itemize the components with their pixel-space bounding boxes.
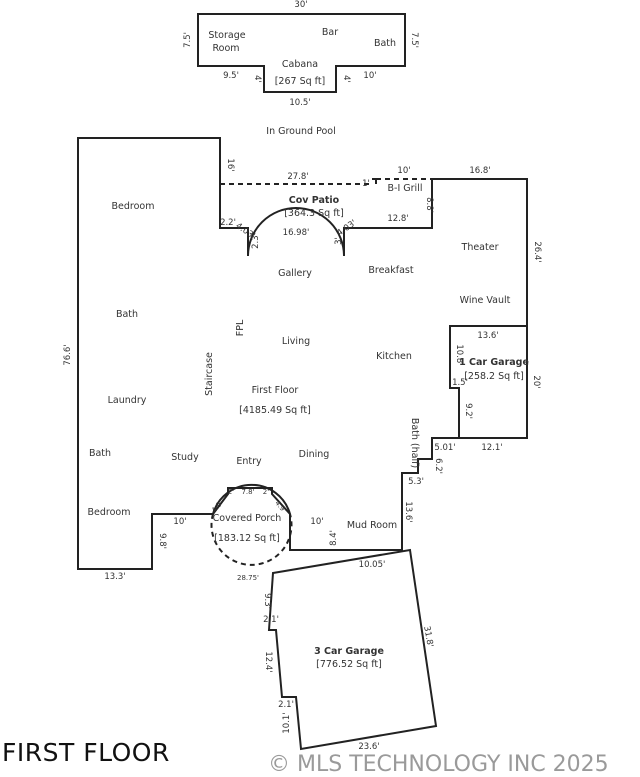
garage1-area: [258.2 Sq ft] bbox=[464, 371, 524, 382]
garage3-area: [776.52 Sq ft] bbox=[316, 659, 382, 670]
garage3-l4-dim: 2.1' bbox=[278, 700, 294, 710]
bedroom-bottom-label: Bedroom bbox=[88, 507, 131, 518]
step-121-dim: 12.1' bbox=[481, 443, 502, 453]
garage3-bottom-dim: 23.6' bbox=[358, 742, 379, 752]
patio-area: [364.3 Sq ft] bbox=[284, 208, 344, 219]
garage1-top-dim: 13.6' bbox=[477, 331, 498, 341]
laundry-label: Laundry bbox=[108, 395, 147, 406]
garage3-top-dim: 10.05' bbox=[359, 560, 386, 570]
main-left-dim: 76.6' bbox=[63, 344, 73, 365]
garage-3: 10.05' 9.3' 2.1' 31.8' 3 Car Garage [776… bbox=[262, 548, 438, 752]
cabana-bl-dim: 9.5' bbox=[223, 71, 239, 81]
patio-span-dim: 27.8' bbox=[287, 172, 308, 182]
floor-caption: FIRST FLOOR bbox=[2, 738, 170, 767]
cabana-bottom-dim: 10.5' bbox=[289, 98, 310, 108]
garage3-l5-dim: 10.1' bbox=[282, 712, 292, 733]
garage3-outline bbox=[267, 548, 438, 751]
garage-1: 13.6' 10.8' 1 Car Garage [258.2 Sq ft] 1… bbox=[449, 325, 541, 438]
first-floor-label: First Floor bbox=[252, 385, 299, 396]
storage-room-label-1: Storage bbox=[208, 30, 245, 41]
bedroom-top-label: Bedroom bbox=[112, 201, 155, 212]
cabana-ls-dim: 4' bbox=[252, 75, 262, 83]
left-step-dim: 9.8' bbox=[157, 533, 167, 549]
porch-top bbox=[212, 487, 291, 515]
bath-bottom-label: Bath bbox=[89, 448, 111, 459]
kitchen-label: Kitchen bbox=[376, 351, 412, 362]
cabana-bath-label: Bath bbox=[374, 38, 396, 49]
cabana-rs-dim: 4' bbox=[341, 75, 351, 83]
dining-label: Dining bbox=[299, 449, 330, 460]
porch-notch-right: 2' bbox=[263, 488, 269, 496]
breakfast-label: Breakfast bbox=[368, 265, 413, 276]
patio-label: Cov Patio bbox=[289, 195, 340, 206]
patio-small-dim: 2.2' bbox=[220, 218, 236, 228]
copyright-watermark: © MLS TECHNOLOGY INC 2025 bbox=[268, 752, 609, 777]
step-53-dim: 5.3' bbox=[408, 477, 424, 487]
staircase-label: Staircase bbox=[204, 352, 215, 396]
cabana-top-dim: 30' bbox=[294, 0, 307, 10]
entry-label: Entry bbox=[236, 456, 262, 467]
porch-label: Covered Porch bbox=[213, 513, 282, 524]
bath-top-label: Bath bbox=[116, 309, 138, 320]
cabana-area: [267 Sq ft] bbox=[275, 76, 326, 87]
step-62-dim: 6.2' bbox=[433, 458, 443, 474]
main-right-dim: 26.4' bbox=[532, 241, 542, 262]
porch-outline bbox=[210, 513, 293, 566]
patio-a3-dim: 3' bbox=[334, 237, 344, 245]
cabana-left-dim: 7.5' bbox=[183, 32, 193, 48]
study-label: Study bbox=[171, 452, 199, 463]
step-136-dim: 13.6' bbox=[403, 501, 413, 522]
patio-arc-dim: 16.98' bbox=[283, 228, 310, 238]
patio-one-dim: 1' bbox=[362, 179, 370, 189]
cabana-outline bbox=[197, 13, 406, 93]
garage1-step-dim: 1.5' bbox=[452, 378, 468, 388]
garage3-l1-dim: 9.3' bbox=[262, 593, 272, 609]
patio-a2-dim: 2.3' bbox=[251, 233, 261, 249]
pool-label: In Ground Pool bbox=[266, 126, 335, 137]
storage-room-label-2: Room bbox=[212, 43, 239, 54]
bar-label: Bar bbox=[322, 27, 338, 38]
gallery-label: Gallery bbox=[278, 268, 312, 279]
garage1-label: 1 Car Garage bbox=[459, 357, 529, 368]
fpl-label: FPL bbox=[235, 319, 246, 336]
patio-r2-dim: 12.8' bbox=[387, 214, 408, 224]
theater-label: Theater bbox=[461, 242, 499, 253]
patio-depth-dim: 16' bbox=[225, 158, 235, 171]
porch-arc-dim: 28.75' bbox=[237, 574, 259, 582]
right-top-dim: 16.8' bbox=[469, 166, 490, 176]
porch-left-dim: 10' bbox=[173, 517, 186, 527]
bottom-left-dim: 13.3' bbox=[104, 572, 125, 582]
garage1-right-dim: 20' bbox=[531, 375, 541, 388]
cabana: 30' 7.5' 7.5' Storage Room Bar Bath Caba… bbox=[183, 0, 419, 108]
garage3-right-dim: 31.8' bbox=[421, 625, 435, 648]
mud-room-dim: 8.4' bbox=[329, 530, 339, 546]
mud-room-label: Mud Room bbox=[347, 520, 397, 531]
grill-label: B-I Grill bbox=[388, 183, 423, 194]
garage3-label: 3 Car Garage bbox=[314, 646, 384, 657]
cabana-right-dim: 7.5' bbox=[409, 32, 419, 48]
porch-top-dim: 7.8' bbox=[241, 488, 254, 496]
covered-porch: 7.8' 2' 2' 4.9' 4.9' Covered Porch [183.… bbox=[210, 487, 293, 582]
garage1-left-dim: 10.8' bbox=[454, 344, 464, 365]
patio-a4-dim: 4.03' bbox=[335, 218, 358, 238]
porch-notch-left: 2' bbox=[228, 488, 234, 496]
living-label: Living bbox=[282, 336, 310, 347]
wine-vault-label: Wine Vault bbox=[460, 295, 511, 306]
patio-r1-dim: 8.8' bbox=[424, 197, 434, 213]
cabana-br-dim: 10' bbox=[363, 71, 376, 81]
garage1-lower-dim: 9.2' bbox=[463, 403, 473, 419]
bath-half-label: Bath (half) bbox=[409, 418, 420, 468]
garage3-l2-dim: 2.1' bbox=[263, 615, 279, 625]
porch-right-dim: 10' bbox=[310, 517, 323, 527]
garage1-outline bbox=[449, 325, 527, 438]
grill-step bbox=[372, 178, 377, 184]
first-floor-area: [4185.49 Sq ft] bbox=[239, 405, 311, 416]
grill-width-dim: 10' bbox=[397, 166, 410, 176]
garage3-l3-dim: 12.4' bbox=[263, 651, 273, 672]
step-501-dim: 5.01' bbox=[434, 443, 455, 453]
cabana-label: Cabana bbox=[282, 59, 318, 70]
porch-area: [183.12 Sq ft] bbox=[214, 533, 280, 544]
